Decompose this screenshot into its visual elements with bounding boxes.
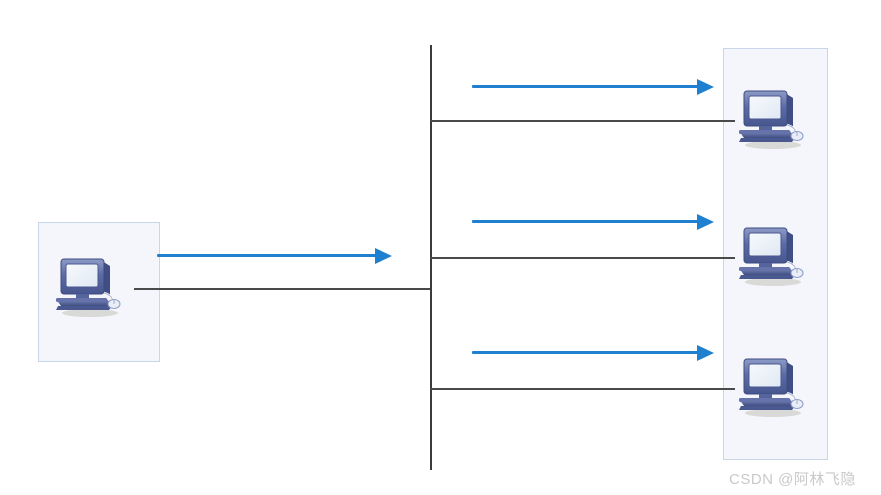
arrow-backbone-to-host-1: [472, 79, 714, 95]
computer-icon: [52, 253, 126, 319]
wire-backbone-to-host-2: [430, 257, 735, 259]
arrow-backbone-to-host-3: [472, 345, 714, 361]
arrow-head-icon: [697, 345, 714, 361]
arrow-head-icon: [697, 214, 714, 230]
arrow-shaft: [472, 220, 699, 223]
arrow-source-to-backbone: [157, 248, 392, 264]
computer-icon: [735, 222, 809, 288]
arrow-shaft: [472, 351, 699, 354]
arrow-head-icon: [697, 79, 714, 95]
arrow-shaft: [157, 254, 377, 257]
arrow-backbone-to-host-2: [472, 214, 714, 230]
computer-icon: [735, 353, 809, 419]
wire-source-to-backbone: [134, 288, 430, 290]
csdn-watermark: CSDN @阿林飞隐: [729, 471, 856, 488]
arrow-head-icon: [375, 248, 392, 264]
wire-backbone-to-host-3: [430, 388, 735, 390]
computer-icon: [735, 85, 809, 151]
arrow-shaft: [472, 85, 699, 88]
wire-backbone-to-host-1: [430, 120, 735, 122]
